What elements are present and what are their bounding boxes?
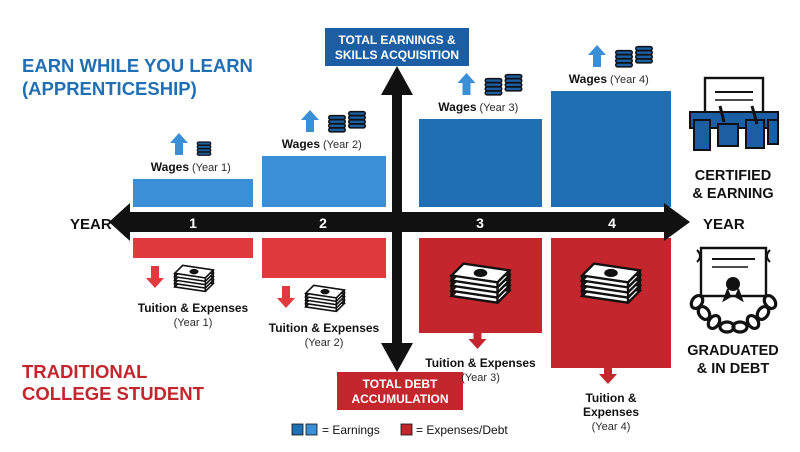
apprenticeship-title-line1: EARN WHILE YOU LEARN bbox=[22, 55, 253, 76]
arrow-up-icon bbox=[170, 133, 188, 155]
wage-bar bbox=[133, 179, 253, 207]
wage-label: Wages bbox=[569, 72, 608, 86]
expense-label: Expenses bbox=[583, 405, 639, 419]
coin-stack-icon bbox=[635, 45, 653, 64]
arrow-down-icon bbox=[277, 286, 295, 308]
coin-stack-icon bbox=[504, 73, 523, 92]
expense-label: Tuition & Expenses bbox=[269, 321, 380, 335]
cash-stack-icon bbox=[450, 262, 511, 304]
wage-year-label: (Year 4) bbox=[610, 74, 649, 86]
wage-bars bbox=[133, 91, 671, 207]
year-tick-label: 1 bbox=[189, 215, 197, 231]
wage-label: Wages bbox=[151, 160, 190, 174]
arrow-up-icon bbox=[588, 45, 606, 67]
arrow-down-icon bbox=[599, 362, 617, 384]
coin-stack-icon bbox=[328, 114, 346, 133]
wage-bar bbox=[419, 119, 542, 207]
coin-stack-icon bbox=[196, 141, 212, 156]
bottom-caption-line2: ACCUMULATION bbox=[351, 392, 448, 406]
year-label-left: YEAR bbox=[70, 216, 112, 233]
coin-stack-icon bbox=[484, 77, 503, 96]
wage-bar bbox=[551, 91, 671, 207]
expense-year-label: (Year 3) bbox=[461, 372, 500, 384]
expense-year-label: (Year 2) bbox=[305, 337, 344, 349]
apprenticeship-title-line2: (APPRENTICESHIP) bbox=[22, 78, 197, 99]
outcome-apprentice-line1: CERTIFIED bbox=[695, 168, 772, 184]
expense-bar bbox=[133, 238, 253, 258]
year-tick-label: 3 bbox=[476, 215, 484, 231]
arrow-up-icon bbox=[301, 110, 319, 132]
expense-label: Tuition & bbox=[585, 391, 636, 405]
bottom-caption-line1: TOTAL DEBT bbox=[363, 377, 438, 391]
year-tick-label: 2 bbox=[319, 215, 327, 231]
outcome-apprentice-line2: & EARNING bbox=[692, 186, 773, 202]
cash-stack-icon bbox=[304, 284, 346, 313]
coin-stack-icon bbox=[348, 110, 366, 129]
top-caption-line1: TOTAL EARNINGS & bbox=[338, 33, 456, 47]
bottom-axis-caption: TOTAL DEBT ACCUMULATION bbox=[337, 372, 463, 410]
outcome-college-line1: GRADUATED bbox=[687, 343, 779, 359]
legend-swatch-earnings-light bbox=[305, 423, 318, 436]
expense-year-label: (Year 4) bbox=[592, 421, 631, 433]
certificate-toolbelt-icon bbox=[689, 76, 779, 151]
wage-label: Wages bbox=[282, 137, 321, 151]
arrow-down-icon bbox=[146, 266, 164, 288]
wage-year-label: (Year 1) bbox=[192, 162, 231, 174]
expense-bar bbox=[551, 238, 671, 368]
wage-year-label: (Year 2) bbox=[323, 139, 362, 151]
coin-stack-icon bbox=[615, 49, 633, 68]
year-ticks: 1 2 3 4 bbox=[189, 215, 616, 231]
legend-swatch-earnings-dark bbox=[291, 423, 304, 436]
top-axis-caption: TOTAL EARNINGS & SKILLS ACQUISITION bbox=[325, 28, 469, 66]
college-title-line1: TRADITIONAL bbox=[22, 361, 147, 382]
arrow-down-icon bbox=[468, 327, 487, 349]
expense-label: Tuition & Expenses bbox=[425, 356, 536, 370]
chained-diploma-icon bbox=[689, 246, 778, 334]
legend-swatch-expenses bbox=[400, 423, 413, 436]
year-tick-label: 4 bbox=[608, 215, 616, 231]
wage-year-label: (Year 3) bbox=[480, 102, 519, 114]
cash-stack-icon bbox=[580, 262, 642, 304]
wage-annotations: Wages(Year 1)Wages(Year 2)Wages(Year 3)W… bbox=[151, 45, 653, 174]
expense-annotations: Tuition & Expenses (Year 1) Tuition & Expe… bbox=[138, 262, 642, 433]
wage-bar bbox=[262, 156, 386, 207]
outcome-college-line2: & IN DEBT bbox=[697, 361, 770, 377]
year-axis bbox=[109, 203, 690, 241]
year-label-right: YEAR bbox=[703, 216, 745, 233]
arrow-up-icon bbox=[457, 73, 476, 95]
college-title-line2: COLLEGE STUDENT bbox=[22, 383, 205, 404]
expense-label: Tuition & Expenses bbox=[138, 301, 249, 315]
legend-earnings-label: = Earnings bbox=[322, 423, 380, 437]
legend: = Earnings = Expenses/Debt bbox=[291, 423, 508, 437]
top-caption-line2: SKILLS ACQUISITION bbox=[335, 48, 459, 62]
expense-year-label: (Year 1) bbox=[174, 317, 213, 329]
cash-stack-icon bbox=[173, 264, 215, 293]
legend-expenses-label: = Expenses/Debt bbox=[416, 423, 508, 437]
wage-label: Wages bbox=[438, 100, 477, 114]
expense-bar bbox=[262, 238, 386, 278]
